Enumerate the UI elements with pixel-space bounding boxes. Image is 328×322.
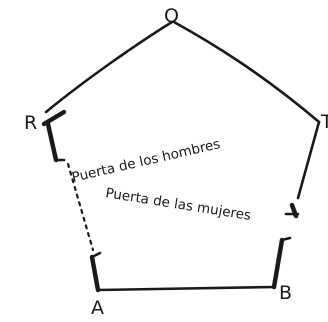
wall-r-segment [45,121,59,163]
wall-o-to-t [172,20,321,124]
wall-t-to-door [296,120,321,200]
vertex-o-label: O [164,5,179,27]
wall-b-segment [271,237,285,290]
vertex-b-label: B [279,282,292,304]
door-men-opening [66,162,95,252]
door-women-label: Puerta de las mujeres [104,185,252,224]
wall-o-to-r [44,20,174,114]
door-men-label: Puerta de los hombres [70,136,222,186]
vertex-a-label: A [91,297,104,319]
wall-a-segment [89,254,101,293]
vertex-t-label: T [320,111,328,133]
vertex-r-label: R [24,112,37,134]
wall-a-to-b [96,285,276,292]
wall-b-hook [280,236,292,242]
